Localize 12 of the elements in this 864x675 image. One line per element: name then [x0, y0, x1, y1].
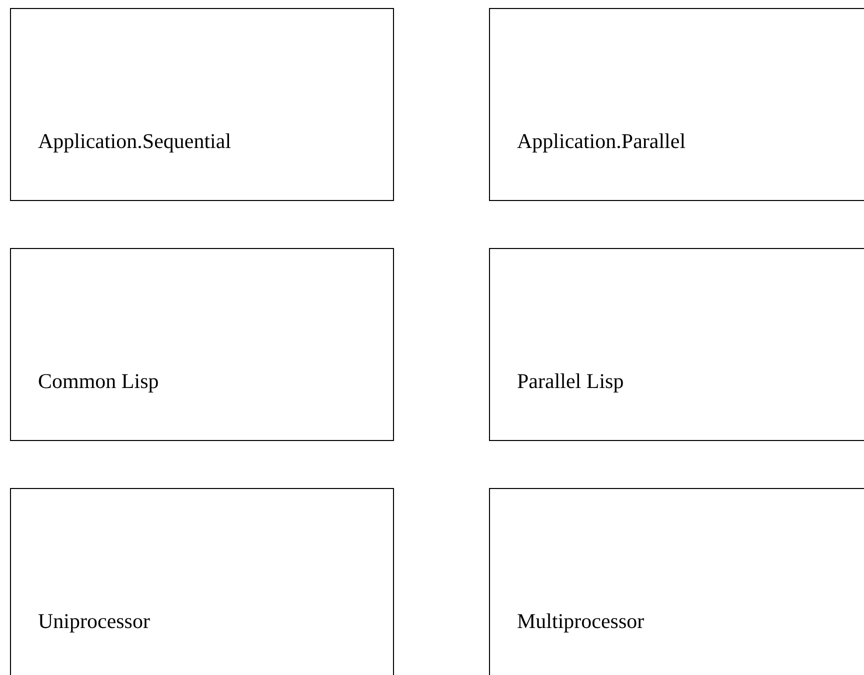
box-label: Uniprocessor — [38, 609, 150, 634]
box-label: Application.Parallel — [517, 129, 686, 154]
process-box — [489, 8, 864, 201]
process-box — [10, 488, 394, 675]
process-box — [10, 8, 394, 201]
process-box — [489, 488, 864, 675]
process-box — [10, 248, 394, 441]
box-label: Application.Sequential — [38, 129, 232, 154]
box-label: Multiprocessor — [517, 609, 644, 634]
process-box — [489, 248, 864, 441]
box-label: Parallel Lisp — [517, 369, 624, 394]
box-label: Common Lisp — [38, 369, 159, 394]
